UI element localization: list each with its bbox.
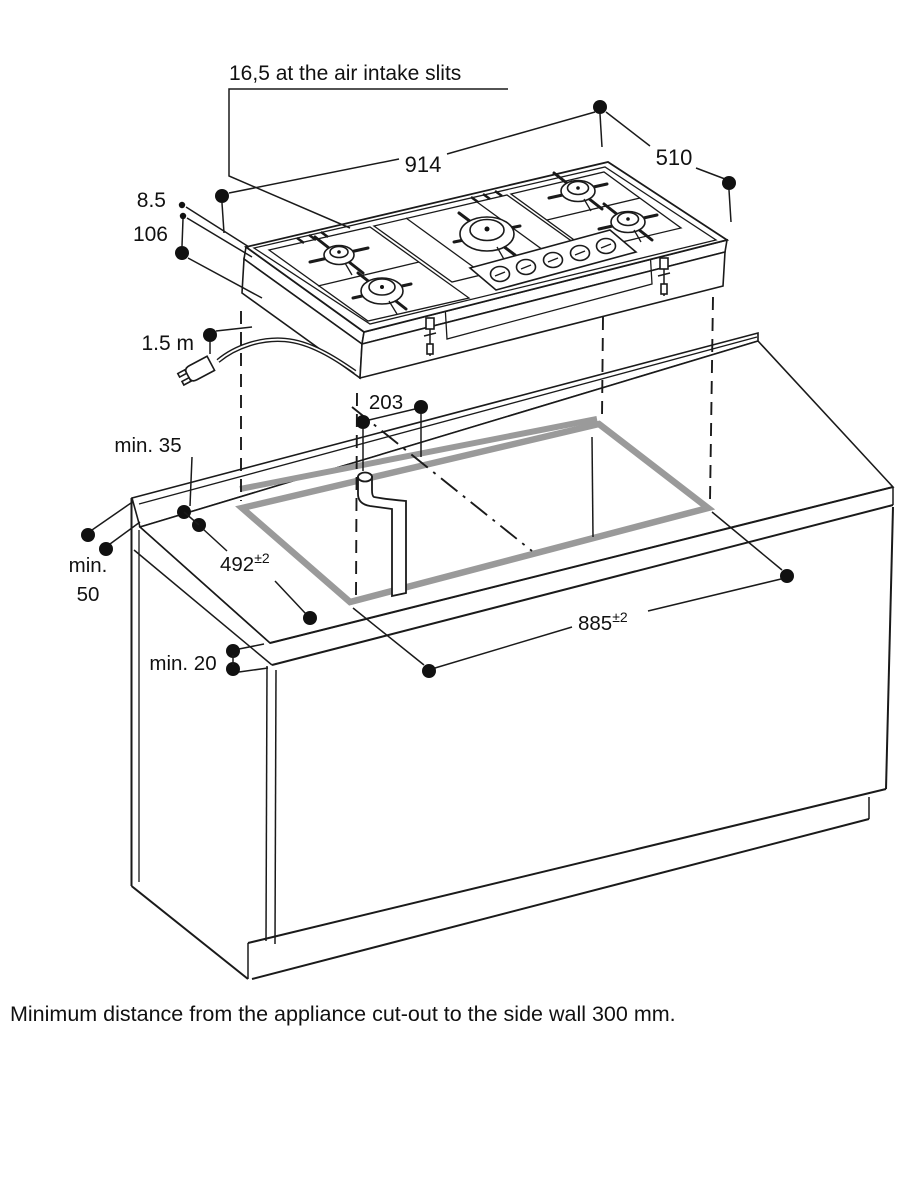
projection-lines: [240, 296, 714, 598]
cabinet-bottom-left: [130, 885, 249, 980]
dim-appliance-width: 914: [215, 100, 607, 234]
dim-cutout-width: 885±2: [352, 511, 794, 678]
mounting-clamp-right: [657, 257, 671, 296]
burner-right-rear: [560, 179, 596, 212]
countertop-cabinet: [130, 331, 895, 980]
dim-914-label: 914: [405, 152, 442, 177]
dim-885-label: 885±2: [578, 609, 628, 635]
mounting-clamp-left: [423, 317, 437, 356]
dim-cable-length: 1.5 m: [141, 326, 253, 355]
knob-5: [595, 237, 617, 255]
dim-203-label: 203: [369, 391, 403, 414]
burners: [323, 179, 646, 315]
knob-4: [569, 244, 591, 262]
knob-2: [515, 258, 537, 276]
dim-worktop-thickness: min. 20: [149, 643, 269, 676]
worktop-cutout: [235, 416, 716, 606]
dim-106-label: 106: [133, 223, 168, 246]
burner-center-wok: [459, 216, 515, 262]
burner-right-front: [610, 210, 646, 243]
dim-cutout-depth: 492±2: [202, 528, 317, 625]
cooktop-box-front-face: [359, 250, 726, 380]
dim-min20-label: min. 20: [149, 652, 216, 675]
dim-left-clearance: min. 50: [69, 502, 141, 606]
gas-connection-pipe: [357, 471, 407, 598]
dim-appliance-height: 106: [133, 218, 263, 299]
dim-8-5-label: 8.5: [137, 189, 166, 212]
dim-rear-clearance: min. 35: [114, 434, 206, 532]
dim-cable-label: 1.5 m: [141, 332, 194, 355]
burner-left-rear: [323, 244, 355, 276]
cutout-back-inner-edge: [239, 416, 598, 492]
dim-rim-height: 8.5: [137, 189, 253, 258]
dim-510-label: 510: [656, 145, 693, 170]
dim-air-intake-label: 16,5 at the air intake slits: [229, 62, 461, 85]
cabinet-right-edge: [885, 506, 894, 790]
cooktop: [176, 161, 730, 387]
dim-min50-label-line2: 50: [77, 583, 100, 606]
burner-left-front: [360, 277, 404, 315]
knob-1: [489, 265, 511, 283]
control-panel: [468, 229, 638, 291]
pan-support-grates: [267, 171, 683, 322]
dim-min35-label: min. 35: [114, 434, 181, 457]
center-axis-line: [351, 406, 533, 552]
knob-3: [542, 251, 564, 269]
cutout-reference-line: [591, 436, 594, 538]
figure-caption: Minimum distance from the appliance cut-…: [10, 1002, 676, 1026]
plug-icon: [176, 355, 216, 387]
dim-appliance-depth: 510: [605, 111, 736, 223]
dim-gas-connection: 203: [356, 391, 428, 471]
cutout-outline: [235, 420, 716, 606]
power-cable: [216, 337, 357, 374]
dim-air-intake: 16,5 at the air intake slits: [228, 62, 508, 229]
dim-492-label: 492±2: [220, 550, 270, 576]
dim-min50-label-line1: min.: [69, 554, 108, 577]
